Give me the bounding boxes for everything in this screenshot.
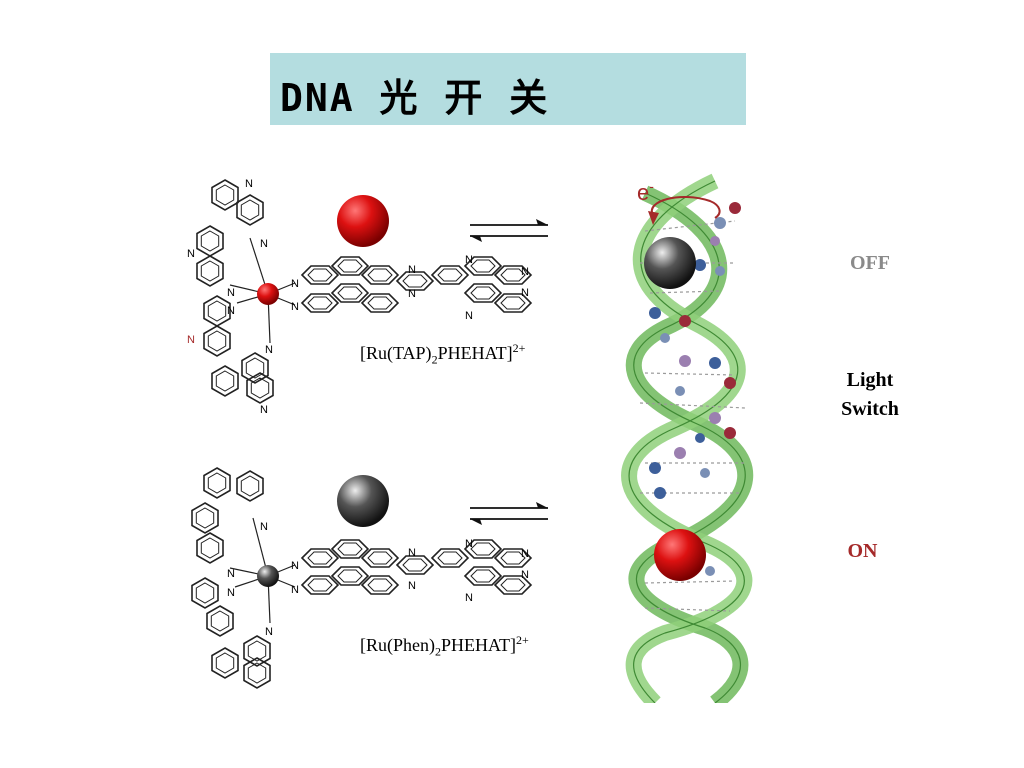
- n-label: N: [408, 547, 416, 559]
- state-off-label: OFF: [850, 252, 890, 274]
- light-switch-line-1: Light: [846, 369, 894, 391]
- light-switch-diagram: N N N N N N N N N N N N N N N N: [187, 173, 754, 703]
- n-label: N: [245, 178, 253, 190]
- red-sphere-top: [337, 195, 389, 247]
- n-label: N: [521, 266, 529, 278]
- n-label: N: [187, 334, 195, 346]
- electron-transfer-arrowhead: [648, 211, 659, 225]
- n-label: N: [521, 569, 529, 581]
- n-label: N: [227, 568, 235, 580]
- dark-sphere-in-dna: [644, 237, 696, 289]
- n-label: N: [260, 404, 268, 416]
- n-label: N: [227, 587, 235, 599]
- state-on-label: ON: [847, 540, 878, 562]
- n-label: N: [227, 287, 235, 299]
- n-label: N: [465, 592, 473, 604]
- n-label: N: [408, 580, 416, 592]
- n-label: N: [408, 264, 416, 276]
- electron-transfer-arrow: [650, 195, 721, 219]
- complex-bottom-formula: [Ru(Phen)2PHEHAT]2+: [360, 633, 529, 659]
- title-box: DNA 光 开 关: [270, 53, 746, 125]
- complex-top-formula: [Ru(TAP)2PHEHAT]2+: [360, 341, 526, 367]
- light-switch-label: Light Switch: [820, 366, 920, 424]
- n-label: N: [408, 288, 416, 300]
- n-label: N: [465, 538, 473, 550]
- n-label: N: [265, 626, 273, 638]
- n-label: N: [465, 310, 473, 322]
- figure: N N N N N N N N N N N N N N N N: [175, 163, 910, 703]
- light-switch-line-2: Switch: [841, 398, 899, 420]
- n-label: N: [260, 238, 268, 250]
- n-label: N: [291, 560, 299, 572]
- n-label: N: [521, 548, 529, 560]
- n-label: N: [265, 344, 273, 356]
- dark-sphere-bottom: [337, 475, 389, 527]
- n-label: N: [291, 278, 299, 290]
- equilibrium-arrows-top: [470, 219, 548, 242]
- n-label: N: [260, 521, 268, 533]
- equilibrium-arrows-bottom: [470, 502, 548, 525]
- dna-helix: [621, 173, 754, 703]
- n-label: N: [291, 301, 299, 313]
- n-label: N: [465, 254, 473, 266]
- n-label: N: [521, 287, 529, 299]
- n-label: N: [187, 248, 195, 260]
- electron-label: e-: [637, 178, 654, 205]
- n-label: N: [227, 305, 235, 317]
- page-title: DNA 光 开 关: [280, 76, 550, 120]
- red-sphere-in-dna: [654, 529, 706, 581]
- ruthenium-center-dark: [257, 565, 279, 587]
- ruthenium-center-red: [257, 283, 279, 305]
- n-label: N: [291, 584, 299, 596]
